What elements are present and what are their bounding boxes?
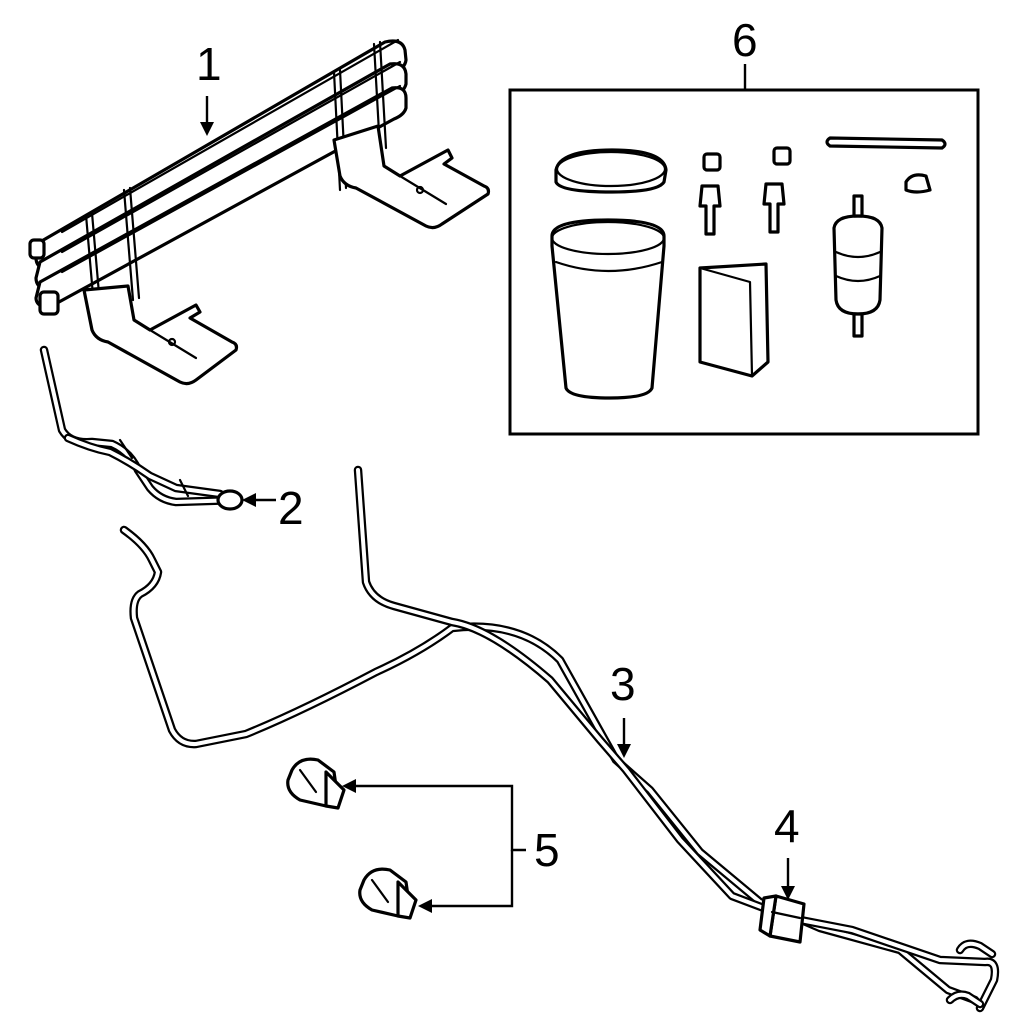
callout-6: 6 xyxy=(732,14,758,66)
retainer-clip-upper[interactable] xyxy=(286,757,346,810)
callout-3: 3 xyxy=(610,658,636,710)
callout-4: 4 xyxy=(774,800,800,852)
callout-1: 1 xyxy=(196,38,222,90)
oil-cooler-part[interactable] xyxy=(28,38,491,386)
callout-leaders xyxy=(200,64,795,913)
retainer-clip-lower[interactable] xyxy=(358,867,418,920)
cooler-lines-part[interactable] xyxy=(119,465,1000,1013)
filter-kit-part[interactable] xyxy=(508,88,980,436)
callout-2: 2 xyxy=(278,482,304,534)
line-clip-part[interactable] xyxy=(758,894,806,944)
cooler-hose-part[interactable] xyxy=(39,345,244,511)
callout-5: 5 xyxy=(534,824,560,876)
